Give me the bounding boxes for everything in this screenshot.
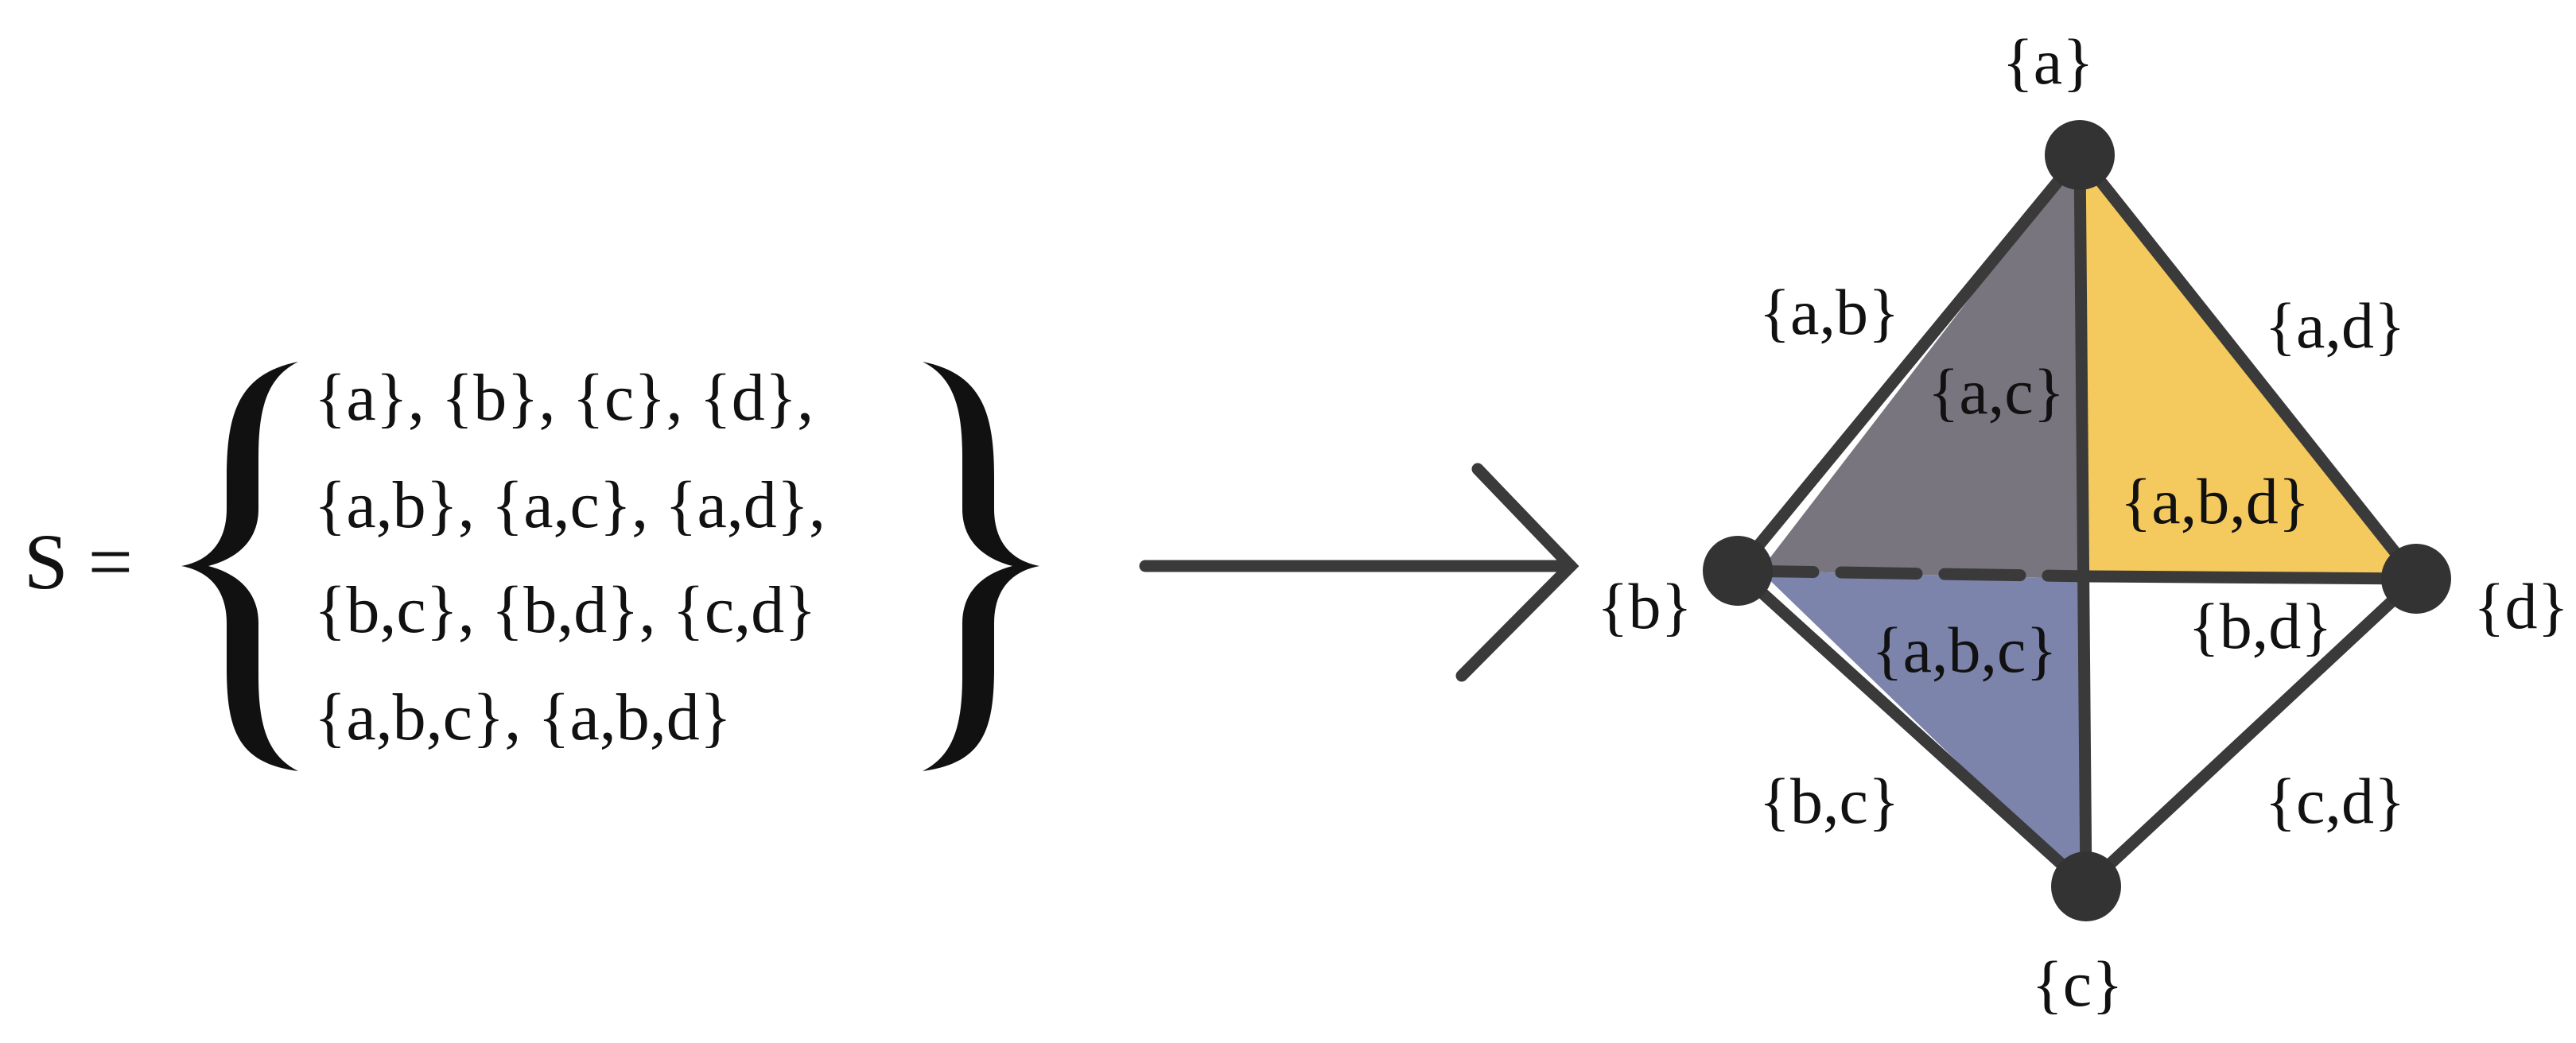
edge-ab bbox=[1731, 149, 2086, 577]
edge-bc bbox=[1731, 564, 2092, 893]
set-line-edges-a: {a,b}, {a,c}, {a,d}, bbox=[314, 468, 826, 542]
vertex-c bbox=[2051, 851, 2121, 921]
vertex-d bbox=[2381, 544, 2451, 614]
set-symbol: S = bbox=[24, 518, 133, 606]
label-edge-ac: {a,c} bbox=[1928, 355, 2065, 428]
simplicial-complex: {a} {b} {c} {d} {a,b} {a,c} {a,d} {b,c} … bbox=[1597, 25, 2569, 1020]
label-edge-bd: {b,d} bbox=[2188, 590, 2332, 662]
edge-ad-to-d-interior bbox=[2083, 570, 2423, 585]
label-vertex-d: {d} bbox=[2473, 570, 2569, 642]
label-edge-cd: {c,d} bbox=[2265, 765, 2406, 837]
label-vertex-a: {a} bbox=[2002, 25, 2093, 98]
right-arrow bbox=[1139, 463, 1579, 682]
edge-bd-hidden bbox=[1731, 564, 2096, 583]
label-edge-bc: {b,c} bbox=[1759, 765, 1900, 837]
left-brace bbox=[181, 362, 298, 771]
edge-ac bbox=[2073, 149, 2092, 893]
label-edge-ab: {a,b} bbox=[1759, 276, 1900, 348]
label-face-abc: {a,b,c} bbox=[1871, 614, 2057, 686]
right-brace bbox=[923, 362, 1039, 771]
set-line-vertices: {a}, {b}, {c}, {d}, bbox=[314, 361, 814, 435]
label-face-abd: {a,b,d} bbox=[2120, 465, 2310, 537]
vertex-a bbox=[2045, 120, 2115, 190]
label-vertex-b: {b} bbox=[1597, 570, 1692, 642]
face-abc-upper bbox=[1760, 155, 2089, 579]
set-line-edges-bcd: {b,c}, {b,d}, {c,d} bbox=[314, 573, 816, 647]
edge-ad bbox=[2073, 149, 2423, 585]
label-vertex-c: {c} bbox=[2031, 948, 2123, 1020]
set-definition: S = {a}, {b}, {c}, {d}, {a,b}, {a,c}, {a… bbox=[24, 361, 1039, 771]
vertex-b bbox=[1703, 536, 1773, 606]
set-line-faces: {a,b,c}, {a,b,d} bbox=[314, 680, 732, 754]
label-edge-ad: {a,d} bbox=[2265, 289, 2406, 362]
edge-cd bbox=[2080, 572, 2423, 893]
